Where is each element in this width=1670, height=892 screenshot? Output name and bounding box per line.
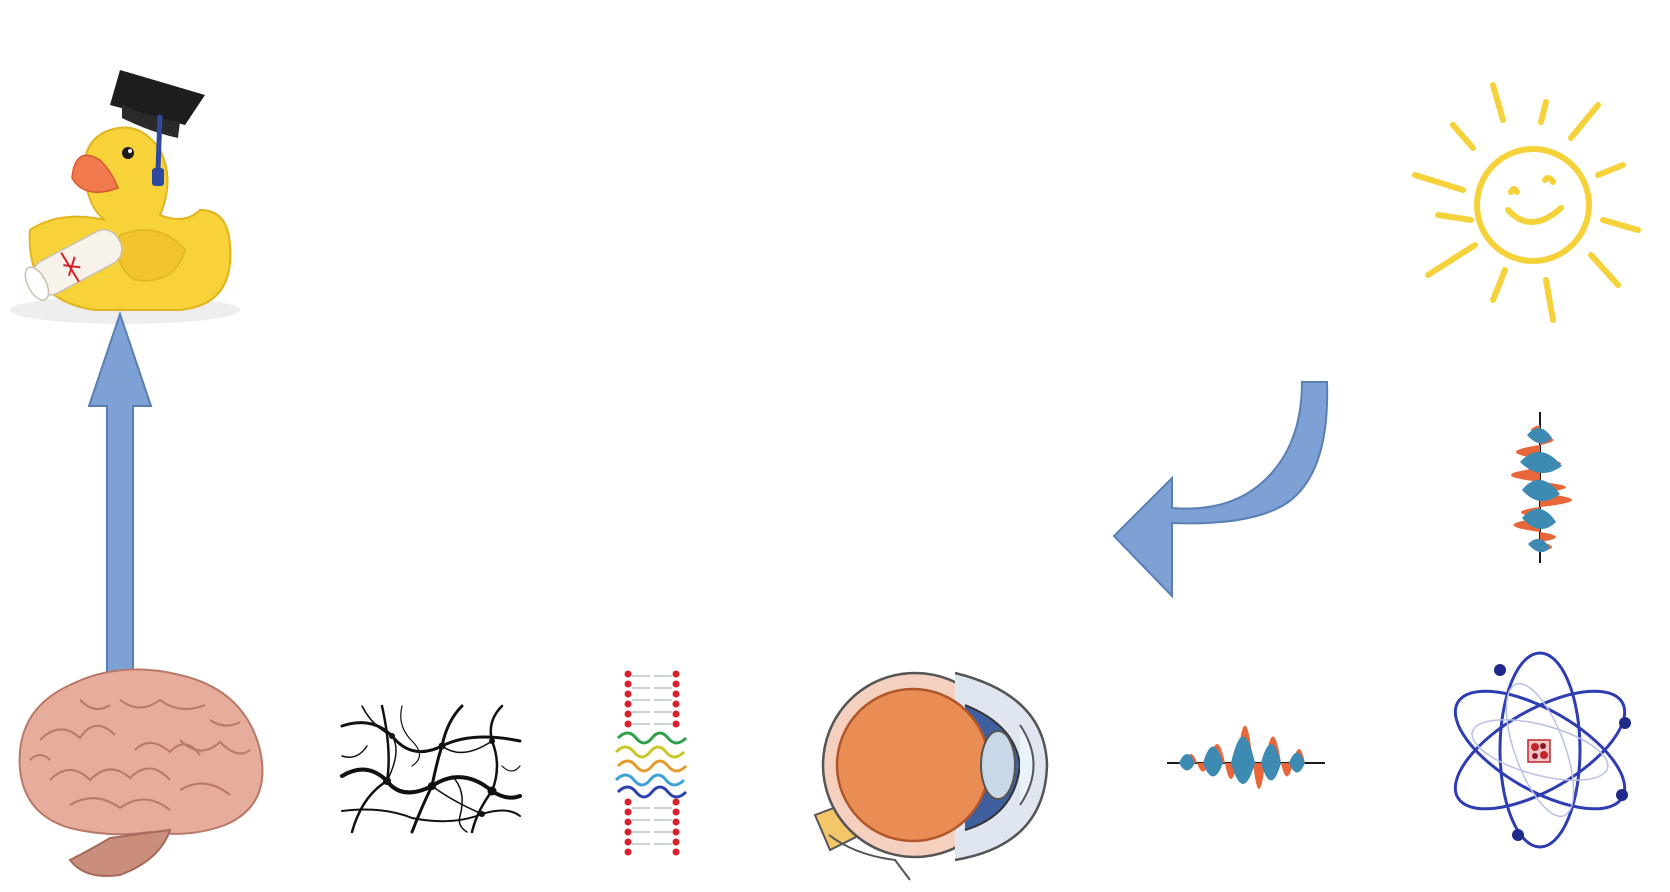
atom-icon [1440,645,1640,850]
curved-arrow [1112,378,1332,600]
membrane-protein-icon [612,668,692,863]
vertical-wave-icon [1482,410,1607,565]
brain-icon [10,660,275,882]
up-arrow [85,310,155,690]
sun-icon [1412,80,1650,325]
eye-icon [813,655,1055,881]
wave-packet-icon [1165,690,1327,820]
graduate-duck-icon [0,60,250,330]
neural-network-icon [340,704,522,834]
